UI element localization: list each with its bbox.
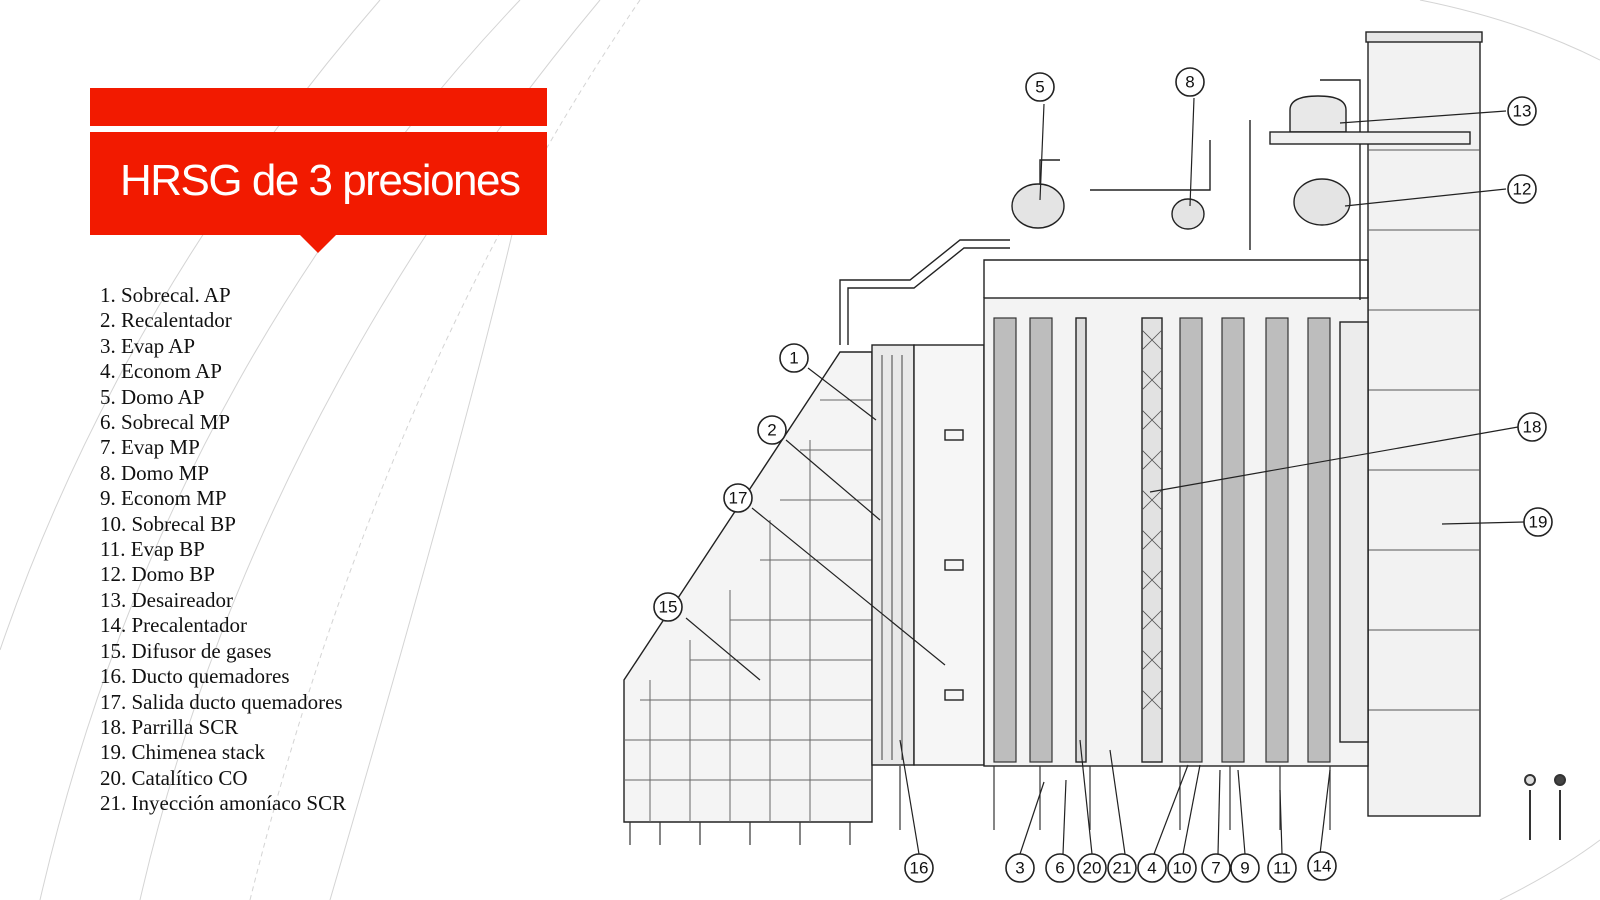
svg-text:19: 19 bbox=[1529, 513, 1548, 532]
svg-text:20: 20 bbox=[1083, 859, 1102, 878]
svg-text:2: 2 bbox=[767, 421, 776, 440]
svg-text:16: 16 bbox=[910, 859, 929, 878]
callout-20: 20 bbox=[1077, 853, 1107, 883]
callout-12: 12 bbox=[1507, 174, 1537, 204]
svg-text:11: 11 bbox=[1273, 859, 1291, 878]
svg-text:5: 5 bbox=[1035, 78, 1044, 97]
legend-item: 2. Recalentador bbox=[100, 308, 232, 333]
svg-text:9: 9 bbox=[1240, 859, 1249, 878]
legend-item: 11. Evap BP bbox=[100, 537, 205, 562]
callout-17: 17 bbox=[723, 483, 753, 513]
callout-9: 9 bbox=[1230, 853, 1260, 883]
legend-item: 9. Econom MP bbox=[100, 486, 227, 511]
legend-item: 12. Domo BP bbox=[100, 562, 215, 587]
component-legend: 1. Sobrecal. AP 2. Recalentador 3. Evap … bbox=[100, 283, 346, 817]
svg-text:21: 21 bbox=[1113, 859, 1132, 878]
callout-3: 3 bbox=[1005, 853, 1035, 883]
legend-item: 19. Chimenea stack bbox=[100, 740, 266, 765]
callout-1: 1 bbox=[779, 343, 809, 373]
callout-10: 10 bbox=[1167, 853, 1197, 883]
legend-item: 15. Difusor de gases bbox=[100, 638, 272, 663]
legend-item: 1. Sobrecal. AP bbox=[100, 283, 231, 307]
hrsg-diagram: 1 2 17 15 5 8 13 12 18 19 16 3 6 20 21 4… bbox=[623, 31, 1566, 883]
legend-item: 4. Econom AP bbox=[100, 359, 222, 384]
svg-text:10: 10 bbox=[1173, 859, 1192, 878]
callout-21: 21 bbox=[1107, 853, 1137, 883]
svg-text:12: 12 bbox=[1513, 180, 1532, 199]
callout-6: 6 bbox=[1045, 853, 1075, 883]
page-title: HRSG de 3 presiones bbox=[120, 156, 521, 205]
svg-text:14: 14 bbox=[1313, 857, 1332, 876]
svg-text:4: 4 bbox=[1147, 859, 1156, 878]
svg-text:6: 6 bbox=[1055, 859, 1064, 878]
legend-item: 20. Catalítico CO bbox=[100, 765, 248, 790]
callout-8: 8 bbox=[1175, 67, 1205, 97]
svg-text:1: 1 bbox=[789, 349, 798, 368]
legend-item: 6. Sobrecal MP bbox=[100, 410, 231, 435]
svg-text:7: 7 bbox=[1211, 859, 1220, 878]
title-banner: HRSG de 3 presiones bbox=[90, 132, 547, 253]
callout-14: 14 bbox=[1307, 851, 1337, 881]
legend-item: 21. Inyección amoníaco SCR bbox=[100, 791, 347, 816]
callout-2: 2 bbox=[757, 415, 787, 445]
svg-text:18: 18 bbox=[1523, 418, 1542, 437]
callout-5: 5 bbox=[1025, 72, 1055, 102]
legend-item: 18. Parrilla SCR bbox=[100, 714, 239, 739]
callout-15: 15 bbox=[653, 592, 683, 622]
svg-text:13: 13 bbox=[1513, 102, 1532, 121]
svg-text:3: 3 bbox=[1015, 859, 1024, 878]
legend-item: 17. Salida ducto quemadores bbox=[100, 689, 343, 714]
legend-item: 7. Evap MP bbox=[100, 435, 200, 460]
legend-item: 10. Sobrecal BP bbox=[100, 511, 236, 536]
svg-text:15: 15 bbox=[659, 598, 678, 617]
callout-11: 11 bbox=[1267, 853, 1297, 883]
legend-item: 13. Desaireador bbox=[100, 587, 233, 612]
legend-item: 16. Ducto quemadores bbox=[100, 664, 290, 689]
callout-16: 16 bbox=[904, 853, 934, 883]
stack-body bbox=[1367, 37, 1481, 817]
callout-19: 19 bbox=[1523, 507, 1553, 537]
legend-item: 5. Domo AP bbox=[100, 384, 205, 409]
callout-18: 18 bbox=[1517, 412, 1547, 442]
callout-7: 7 bbox=[1201, 853, 1231, 883]
legend-item: 3. Evap AP bbox=[100, 333, 196, 358]
callout-13: 13 bbox=[1507, 96, 1537, 126]
legend-item: 8. Domo MP bbox=[100, 460, 210, 485]
title-accent-bar bbox=[90, 88, 547, 126]
callout-4: 4 bbox=[1137, 853, 1167, 883]
svg-text:17: 17 bbox=[729, 489, 748, 508]
legend-item: 14. Precalentador bbox=[100, 613, 247, 638]
svg-text:8: 8 bbox=[1185, 73, 1194, 92]
